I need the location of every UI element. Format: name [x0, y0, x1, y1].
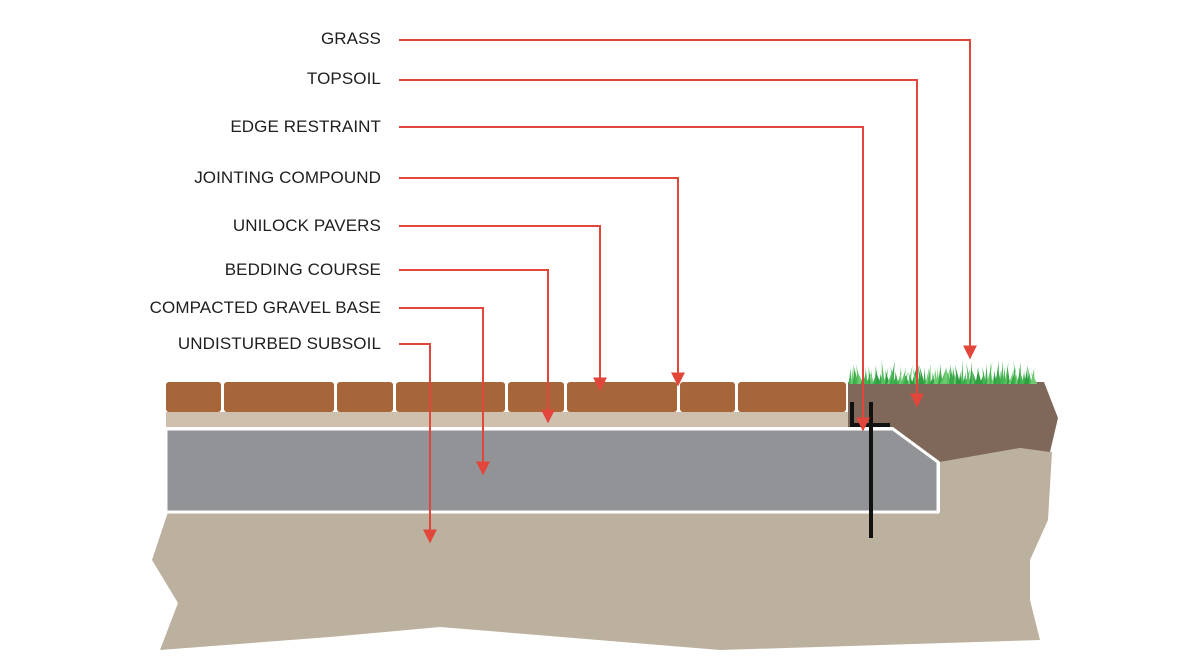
- grass-blade: [1006, 364, 1010, 384]
- grass-blade: [958, 370, 962, 384]
- grass-blade: [896, 369, 903, 384]
- grass-blade: [937, 364, 943, 384]
- grass-blade: [848, 366, 852, 384]
- grass-blade: [998, 369, 1002, 384]
- label-grass: GRASS: [320, 29, 381, 48]
- grass-blade: [1004, 361, 1009, 384]
- grass-blade: [933, 367, 938, 384]
- paver: [738, 382, 846, 412]
- label-bedding-course: BEDDING COURSE: [224, 260, 381, 279]
- label-undisturbed-subsoil: UNDISTURBED SUBSOIL: [177, 334, 381, 353]
- label-topsoil: TOPSOIL: [306, 69, 381, 88]
- grass-blade: [885, 370, 890, 384]
- grass-blade: [982, 365, 987, 384]
- leader-line-grass: [399, 39, 977, 360]
- grass-blade: [962, 371, 967, 384]
- grass-blade: [868, 365, 872, 384]
- grass-blade: [923, 366, 927, 384]
- grass-blade: [995, 360, 1000, 384]
- grass-blade: [1026, 364, 1032, 384]
- label-compacted-gravel-base: COMPACTED GRAVEL BASE: [149, 298, 381, 317]
- paver: [567, 382, 677, 412]
- leader-line-unilock-pavers: [399, 225, 607, 392]
- grass-blade: [989, 361, 993, 384]
- label-edge-restraint: EDGE RESTRAINT: [230, 117, 381, 136]
- label-unilock-pavers: UNILOCK PAVERS: [232, 216, 381, 235]
- grass-blade: [863, 367, 868, 384]
- grass-blade: [984, 363, 989, 384]
- grass-blade: [850, 367, 854, 384]
- leader-line-jointing-compound: [399, 177, 685, 387]
- grass-blade: [965, 361, 971, 384]
- grass-blade: [929, 372, 935, 384]
- grass-blade: [986, 360, 993, 384]
- grass-blade: [960, 359, 964, 384]
- grass-blade: [925, 367, 930, 384]
- grass-blade: [1024, 365, 1028, 384]
- leader-line-bedding-course: [399, 269, 555, 424]
- bedding-course-layer: [166, 412, 848, 427]
- grass-blade: [1030, 371, 1038, 384]
- leader-lines: [399, 39, 977, 544]
- leader-line-topsoil: [399, 79, 924, 408]
- paver: [166, 382, 221, 412]
- grass-blade: [1002, 365, 1006, 384]
- grass-blade: [889, 365, 896, 384]
- grass-blade: [999, 359, 1004, 384]
- leader-line-compacted-gravel-base: [399, 307, 490, 476]
- grass-layer: [848, 359, 1038, 384]
- grass-blade: [977, 367, 982, 384]
- grass-blade: [927, 363, 931, 384]
- grass-blade: [881, 359, 885, 384]
- grass-blade: [870, 368, 874, 384]
- grass-blade: [904, 373, 910, 384]
- leader-line-undisturbed-subsoil: [399, 343, 437, 544]
- grass-blade: [942, 366, 947, 384]
- paver: [224, 382, 334, 412]
- paver: [508, 382, 564, 412]
- grass-blade: [1018, 367, 1024, 384]
- grass-blade: [893, 370, 899, 384]
- paver-row: [166, 382, 846, 412]
- grass-blade: [1013, 360, 1017, 384]
- leader-line-edge-restraint: [399, 126, 870, 432]
- grass-blade: [971, 369, 977, 384]
- grass-blade: [954, 364, 961, 384]
- label-jointing-compound: JOINTING COMPOUND: [194, 168, 381, 187]
- paver: [680, 382, 735, 412]
- grass-blade: [918, 364, 925, 384]
- paver: [396, 382, 505, 412]
- grass-blade: [907, 371, 914, 384]
- gravel-base-layer: [164, 427, 940, 514]
- subsoil-layer: [152, 448, 1052, 650]
- edge-restraint: [850, 402, 890, 538]
- grass-blade: [899, 365, 903, 384]
- topsoil-layer: [848, 382, 1058, 462]
- paver: [337, 382, 393, 412]
